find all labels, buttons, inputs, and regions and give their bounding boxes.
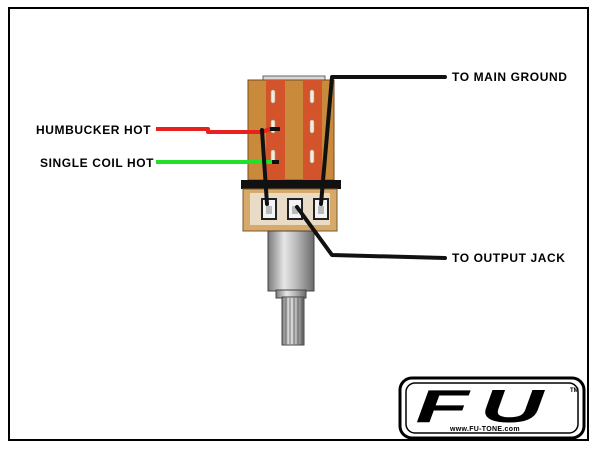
logo-trademark: TM [570,388,579,394]
humbucker-hot-label: HUMBUCKER HOT [36,123,152,137]
fu-tone-logo: FU TM [398,376,586,440]
to-output-jack-label: TO OUTPUT JACK [452,251,566,265]
main-ground-wire [319,75,447,206]
switch-to-lug-jumper [260,128,269,206]
logo-mark: FU [415,381,554,432]
potentiometer [242,188,338,346]
output-jack-wire [295,205,447,260]
logo-url: www.FU-TONE.com [450,426,520,433]
pot-lugs [261,198,329,220]
pot-bushing [267,230,315,292]
logo-inner-frame [405,382,579,434]
single-coil-hot-label: SINGLE COIL HOT [40,156,155,170]
push-pull-switch [241,75,341,189]
switch-band [241,180,341,189]
pot-shaft [281,296,305,346]
to-main-ground-label: TO MAIN GROUND [452,70,568,84]
